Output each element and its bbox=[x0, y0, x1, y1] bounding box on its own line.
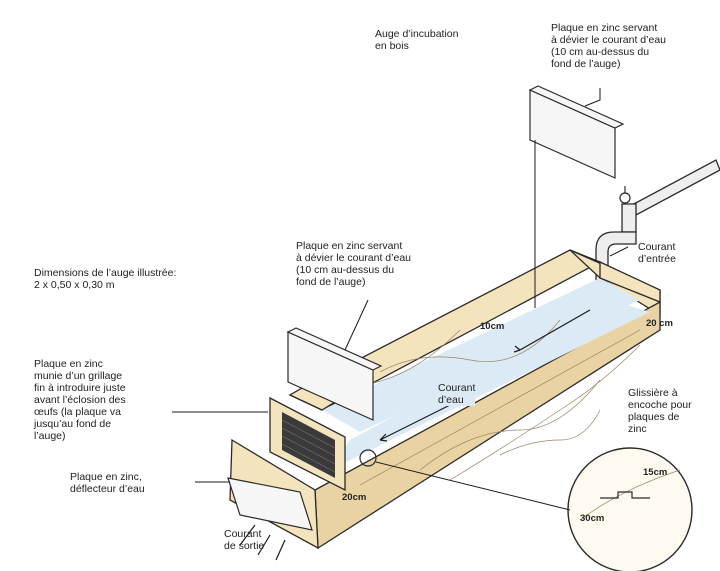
auge-title-label: Auge d’incubation en bois bbox=[375, 28, 459, 52]
zinc-plate-grid bbox=[269, 396, 346, 492]
flow-arrows bbox=[239, 309, 591, 561]
leader-lines bbox=[172, 88, 629, 483]
dim-10cm: 10cm bbox=[480, 321, 505, 332]
deflector-plate bbox=[227, 477, 313, 531]
plaque-top-label: Plaque en zinc servant à dévier le coura… bbox=[551, 22, 666, 70]
dim-15cm: 15cm bbox=[643, 467, 668, 478]
courant-entree-label: Courant d’entrée bbox=[638, 241, 676, 265]
courant-eau-label: Courant d’eau bbox=[438, 382, 476, 406]
glissiere-label: Glissière à encoche pour plaques de zinc bbox=[628, 387, 692, 435]
trough bbox=[229, 249, 661, 550]
dimensions-label: Dimensions de l’auge illustrée: 2 x 0,50… bbox=[34, 267, 177, 291]
detail-magnifier bbox=[359, 447, 693, 571]
plaque-deflecteur-label: Plaque en zinc, déflecteur d’eau bbox=[70, 471, 145, 495]
dim-30cm: 30cm bbox=[580, 513, 605, 524]
plaque-grillage-label: Plaque en zinc munie d’un grillage fin à… bbox=[34, 358, 126, 442]
dim-20cm-right: 20 cm bbox=[646, 318, 673, 329]
courant-sortie-label: Courant de sortie bbox=[224, 528, 265, 552]
plaque-middle-label: Plaque en zinc servant à dévier le coura… bbox=[296, 240, 411, 288]
dim-20cm-front: 20cm bbox=[342, 492, 367, 503]
